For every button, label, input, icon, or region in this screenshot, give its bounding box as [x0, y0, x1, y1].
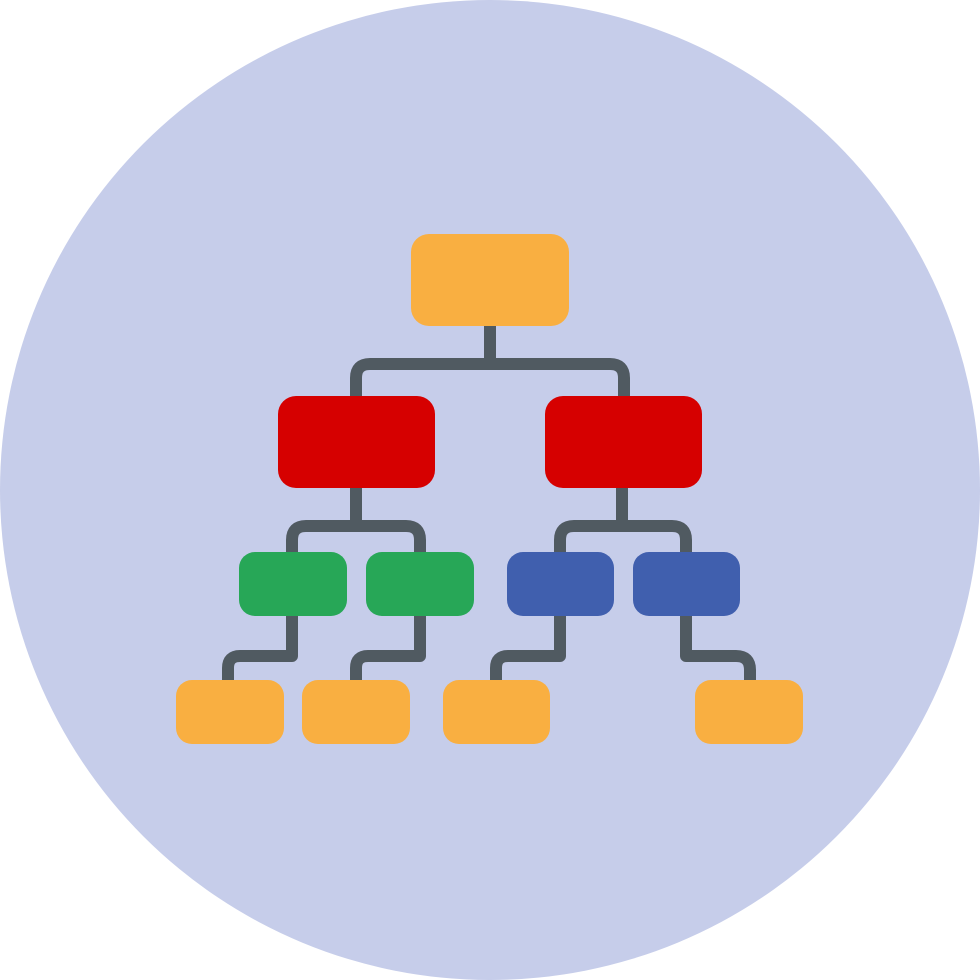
connector-lines [222, 322, 756, 684]
connector-left-branch [286, 486, 362, 554]
level1-node-right [545, 396, 702, 488]
leaf-node-1 [176, 680, 284, 744]
connector-right-branch [554, 486, 628, 554]
connector-right-branch-right [622, 520, 692, 554]
connector-left-branch-right [356, 520, 426, 554]
connector-leaf-2 [350, 614, 426, 684]
leaf-node-3 [443, 680, 550, 744]
connector-root [350, 322, 496, 400]
connector-leaf-3 [490, 614, 566, 684]
root-node [411, 234, 569, 326]
connector-root-right [490, 358, 630, 400]
connector-leaf-1 [222, 614, 298, 684]
leaf-node-4 [695, 680, 803, 744]
level1-node-left [278, 396, 435, 488]
level2-node-green-2 [366, 552, 474, 616]
level2-node-blue-1 [507, 552, 614, 616]
level2-node-green-1 [239, 552, 347, 616]
leaf-node-2 [302, 680, 410, 744]
connector-leaf-4 [680, 614, 756, 684]
level2-node-blue-2 [633, 552, 740, 616]
